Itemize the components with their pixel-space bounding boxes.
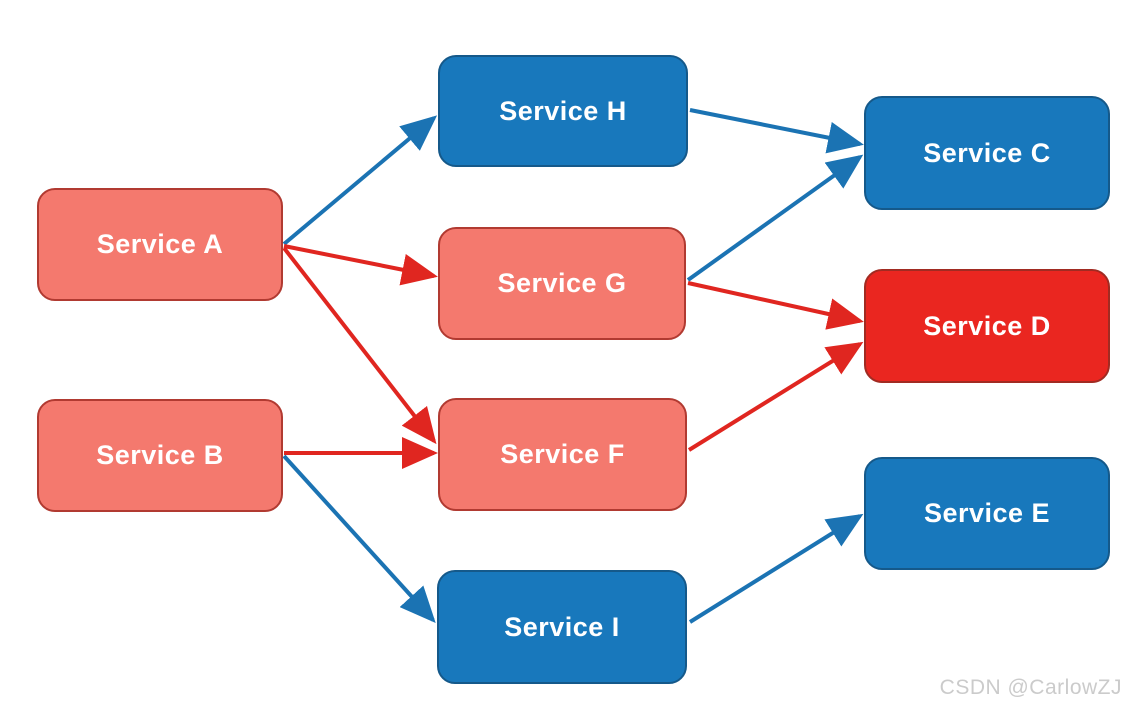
watermark: CSDN @CarlowZJ xyxy=(939,676,1122,699)
edge-a-f xyxy=(282,246,437,445)
node-label: Service B xyxy=(96,440,224,470)
edge-f-d xyxy=(687,341,864,452)
node-label: Service D xyxy=(923,310,1051,341)
node-label: Service C xyxy=(923,137,1051,168)
node-service-f: Service F xyxy=(438,398,687,511)
edge-i-e xyxy=(688,513,864,624)
edge-b-i xyxy=(282,454,436,623)
node-service-e: Service E xyxy=(864,457,1110,570)
edge-a-h xyxy=(282,115,438,246)
node-label: Service I xyxy=(504,611,620,642)
node-label: Service E xyxy=(923,498,1051,528)
node-service-b: Service B xyxy=(37,399,283,512)
edge-g-c xyxy=(686,154,864,282)
edge-a-g xyxy=(283,244,438,286)
edge-h-c xyxy=(689,108,864,154)
node-label: Service H xyxy=(499,95,627,126)
node-service-c: Service C xyxy=(864,96,1110,210)
node-label: Service F xyxy=(500,439,625,469)
node-label: Service A xyxy=(96,229,224,259)
node-service-g: Service G xyxy=(438,227,686,340)
node-service-d: Service D xyxy=(864,269,1110,383)
node-label: Service G xyxy=(497,268,627,298)
node-service-a: Service A xyxy=(37,188,283,301)
node-service-i: Service I xyxy=(437,570,687,684)
node-service-h: Service H xyxy=(438,55,688,167)
edge-g-d xyxy=(687,281,864,330)
